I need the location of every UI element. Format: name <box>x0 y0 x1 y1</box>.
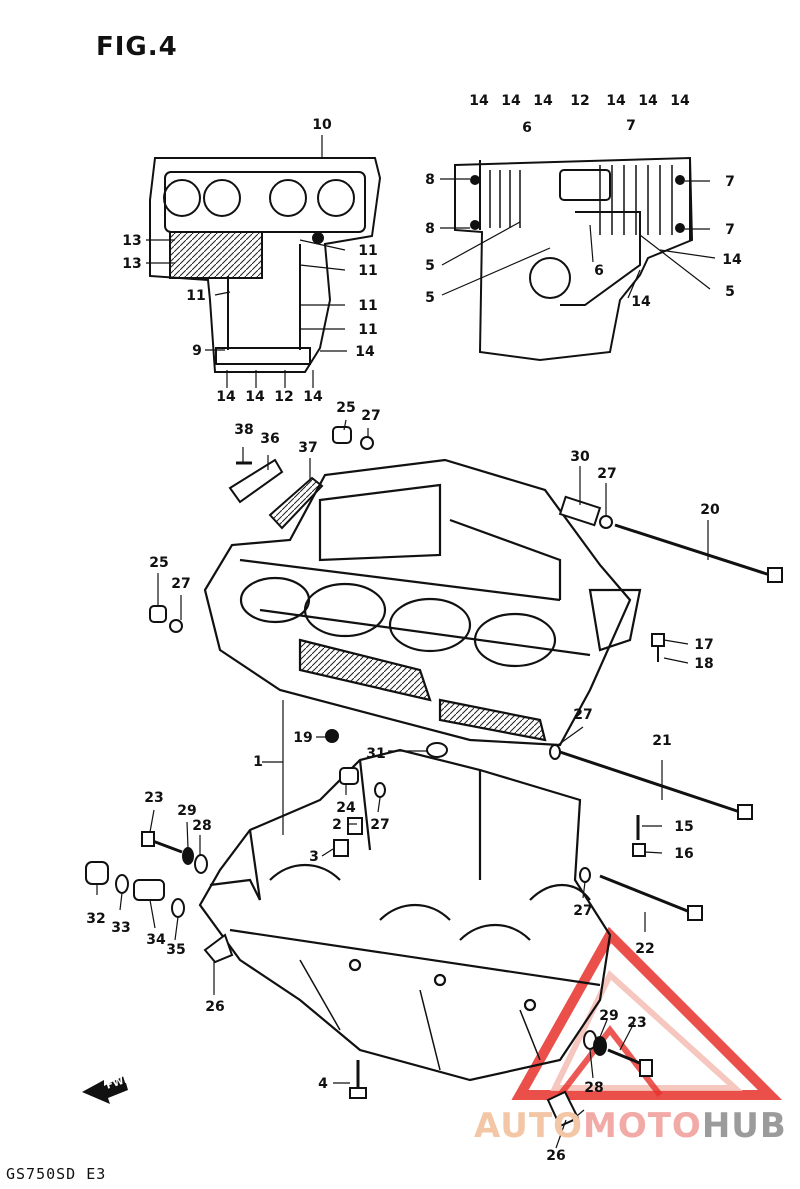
callout-17: 17 <box>694 637 713 653</box>
callout-14e: 14 <box>638 93 658 109</box>
callout-14l: 14 <box>303 389 323 405</box>
callout-13a: 13 <box>122 233 141 249</box>
callout-11a: 11 <box>358 243 377 259</box>
callout-36: 36 <box>260 431 279 447</box>
callout-4: 4 <box>318 1076 328 1092</box>
leader-lines <box>96 135 716 1149</box>
callout-12a: 12 <box>570 93 589 109</box>
callout-31: 31 <box>366 746 385 762</box>
callout-11d: 11 <box>358 298 377 314</box>
callout-5a: 5 <box>425 258 435 274</box>
callout-30: 30 <box>570 449 590 465</box>
callout-6b: 6 <box>594 263 604 279</box>
callout-14g: 14 <box>722 252 742 268</box>
callout-6a: 6 <box>522 120 532 136</box>
callout-25a: 25 <box>336 400 355 416</box>
callout-14d: 14 <box>606 93 626 109</box>
callout-5c: 5 <box>725 284 735 300</box>
callout-7c: 7 <box>725 222 735 238</box>
callout-32: 32 <box>86 911 105 927</box>
callout-11e: 11 <box>358 322 377 338</box>
watermark-part3: HUB <box>701 1106 787 1146</box>
callout-35: 35 <box>166 942 185 958</box>
callout-10: 10 <box>312 117 332 133</box>
callout-28a: 28 <box>192 818 211 834</box>
callout-11c: 11 <box>186 288 205 304</box>
fwd-arrow-icon <box>82 1076 128 1104</box>
callout-14h: 14 <box>631 294 651 310</box>
callout-27f: 27 <box>573 903 592 919</box>
callout-13b: 13 <box>122 256 141 272</box>
callout-7b: 7 <box>725 174 735 190</box>
callout-14k: 14 <box>245 389 265 405</box>
figure-title: FIG.4 <box>96 32 178 62</box>
callout-38: 38 <box>234 422 253 438</box>
callout-3: 3 <box>309 849 319 865</box>
callout-28b: 28 <box>584 1080 603 1096</box>
callout-29a: 29 <box>177 803 196 819</box>
callout-12b: 12 <box>274 389 293 405</box>
callout-19: 19 <box>293 730 312 746</box>
hardware-parts <box>85 426 783 1128</box>
callout-labels: 1 2 3 4 5 5 5 6 6 7 7 7 8 8 9 10 11 11 1… <box>86 93 742 1164</box>
callout-24: 24 <box>336 800 356 816</box>
watermark-part2: MOTO <box>582 1106 702 1146</box>
callout-14b: 14 <box>501 93 521 109</box>
callout-37: 37 <box>298 440 317 456</box>
model-code: GS750SD E3 <box>6 1165 107 1183</box>
upper-case-top-view <box>149 157 382 373</box>
callout-14a: 14 <box>469 93 489 109</box>
callout-2: 2 <box>332 817 342 833</box>
callout-23b: 23 <box>627 1015 646 1031</box>
callout-16: 16 <box>674 846 693 862</box>
callout-14f: 14 <box>670 93 690 109</box>
callout-27b: 27 <box>597 466 616 482</box>
callout-21: 21 <box>652 733 671 749</box>
callout-20: 20 <box>700 502 720 518</box>
callout-1: 1 <box>253 754 263 770</box>
callout-34: 34 <box>146 932 166 948</box>
callout-5b: 5 <box>425 290 435 306</box>
callout-26a: 26 <box>205 999 224 1015</box>
callout-22: 22 <box>635 941 654 957</box>
callout-7a: 7 <box>626 118 636 134</box>
callout-26b: 26 <box>546 1148 565 1164</box>
upper-case-bottom-view <box>454 156 694 362</box>
watermark-part1: AUTO <box>474 1106 583 1146</box>
callout-8a: 8 <box>425 172 435 188</box>
callout-27c: 27 <box>171 576 190 592</box>
lower-crankcase <box>198 748 612 1082</box>
callout-29b: 29 <box>599 1008 618 1024</box>
callout-25b: 25 <box>149 555 168 571</box>
callout-23a: 23 <box>144 790 163 806</box>
callout-15: 15 <box>674 819 693 835</box>
callout-14c: 14 <box>533 93 553 109</box>
callout-33: 33 <box>111 920 130 936</box>
callout-14j: 14 <box>216 389 236 405</box>
upper-crankcase <box>203 458 642 747</box>
callout-9: 9 <box>192 343 202 359</box>
callout-8b: 8 <box>425 221 435 237</box>
callout-18: 18 <box>694 656 713 672</box>
callout-27e: 27 <box>370 817 389 833</box>
callout-11b: 11 <box>358 263 377 279</box>
callout-27a: 27 <box>361 408 380 424</box>
watermark-text: AUTOMOTOHUB <box>474 1106 787 1146</box>
callout-27d: 27 <box>573 707 592 723</box>
callout-14i: 14 <box>355 344 375 360</box>
